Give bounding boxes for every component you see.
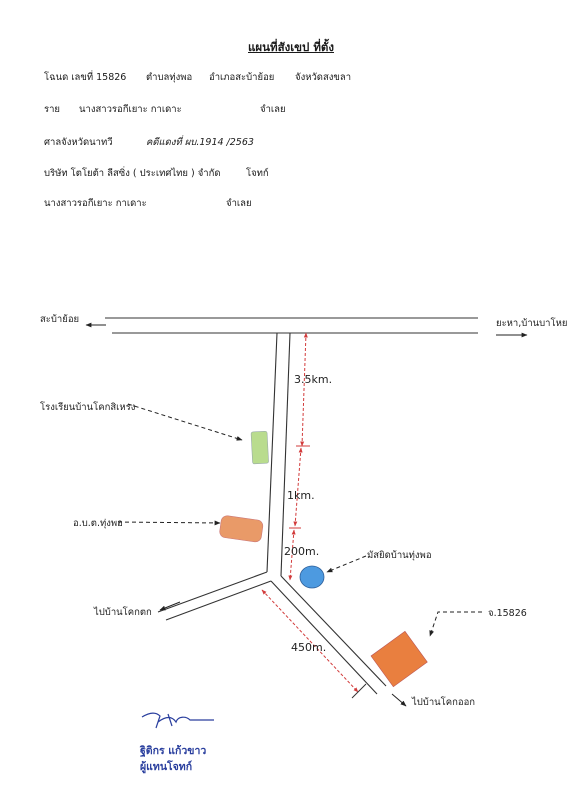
province: จังหวัดสงขลา [295, 72, 352, 83]
defendant-role: จำเลย [260, 104, 286, 115]
label-parcel: จ.15826 [488, 608, 527, 619]
dimension-3-5km [296, 332, 310, 447]
plaintiff-role: โจทก์ [246, 168, 269, 179]
parcel-leader [429, 611, 482, 637]
sao-marker [219, 515, 264, 543]
mosque-marker [299, 565, 325, 589]
main-road [105, 317, 478, 334]
district: อำเภอสะบ้าย้อย [209, 72, 275, 83]
arrow-southeast [391, 693, 407, 707]
deed-number: โฉนด เลขที่ 15826 [44, 72, 127, 83]
label-east: ยะหา,บ้านบาโหย [496, 317, 567, 329]
map-title: แผนที่สังเขป ที่ตั้ง [248, 40, 334, 54]
signer-title: ผู้แทนโจทก์ [140, 761, 193, 773]
road-to-khokok [270, 575, 387, 695]
distance-450m: 450m. [291, 641, 326, 654]
label-school: โรงเรียนบ้านโคกสิเหรง [40, 401, 135, 413]
signer-name: ฐิติกร แก้วขาว [140, 745, 207, 757]
label-sao: อ.บ.ต.ทุ่งพอ [73, 518, 123, 529]
tungpho-road [266, 332, 291, 577]
dimension-200m [288, 529, 296, 581]
defendant-name: นางสาวรอกีเยาะ กาเดาะ [79, 104, 182, 115]
distance-1km: 1km. [287, 489, 315, 502]
distance-200m: 200m. [284, 545, 319, 558]
label-west: สะบ้าย้อย [40, 314, 79, 325]
case-number: คดีแดงที่ ผบ.1914 /2563 [146, 137, 254, 148]
defendant-name-2: นางสาวรอกีเยาะ กาเดาะ [44, 198, 147, 209]
label-southwest: ไปบ้านโคกตก [93, 606, 152, 618]
label-southeast: ไปบ้านโคกออก [411, 696, 475, 708]
court-name: ศาลจังหวัดนาทวี [44, 137, 113, 148]
school-marker [250, 430, 269, 465]
road-to-khoktok [157, 571, 272, 621]
subdistrict: ตำบลทุ่งพอ [146, 72, 193, 83]
signature-scribble [141, 712, 214, 729]
distance-3-5km: 3.5km. [294, 373, 332, 386]
sao-leader [117, 520, 221, 526]
arrow-southwest [159, 601, 181, 611]
prefix-label: ราย [44, 104, 61, 115]
parcel-marker [370, 630, 428, 688]
defendant-role-2: จำเลย [226, 198, 252, 209]
dimension-1km [289, 447, 303, 529]
mosque-leader [326, 555, 367, 573]
school-leader [127, 403, 243, 441]
plaintiff-company: บริษัท โตโยต้า ลีสซิ่ง ( ประเทศไทย ) จำก… [44, 168, 221, 179]
label-mosque: มัสยิดบ้านทุ่งพอ [367, 550, 432, 561]
dimension-450m [261, 589, 367, 699]
